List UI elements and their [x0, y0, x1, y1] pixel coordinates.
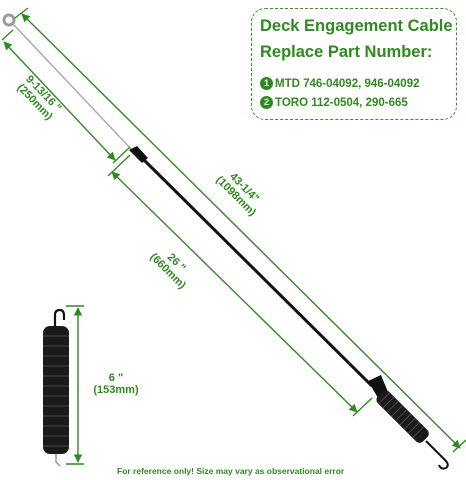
- info-title: Deck Engagement Cable: [260, 17, 453, 35]
- info-subtitle: Replace Part Number:: [260, 43, 433, 61]
- reference-disclaimer: For reference only! Size may vary as obs…: [117, 466, 345, 476]
- part-info-box: [251, 8, 457, 120]
- spring-length-metric: (153mm): [93, 384, 139, 396]
- cable-spring: [368, 375, 449, 470]
- dimension-lines: [1, 7, 466, 465]
- part-number-toro-text: TORO 112-0504, 290-665: [275, 97, 408, 109]
- standalone-spring: [43, 308, 69, 467]
- number-badge-2: 2: [260, 96, 273, 109]
- spring-length-label: 6 " (153mm): [84, 372, 148, 396]
- part-number-mtd-text: MTD 746-04092, 946-04092: [275, 78, 420, 90]
- number-badge-1: 1: [260, 77, 273, 90]
- spring-length-imperial: 6 ": [108, 372, 124, 384]
